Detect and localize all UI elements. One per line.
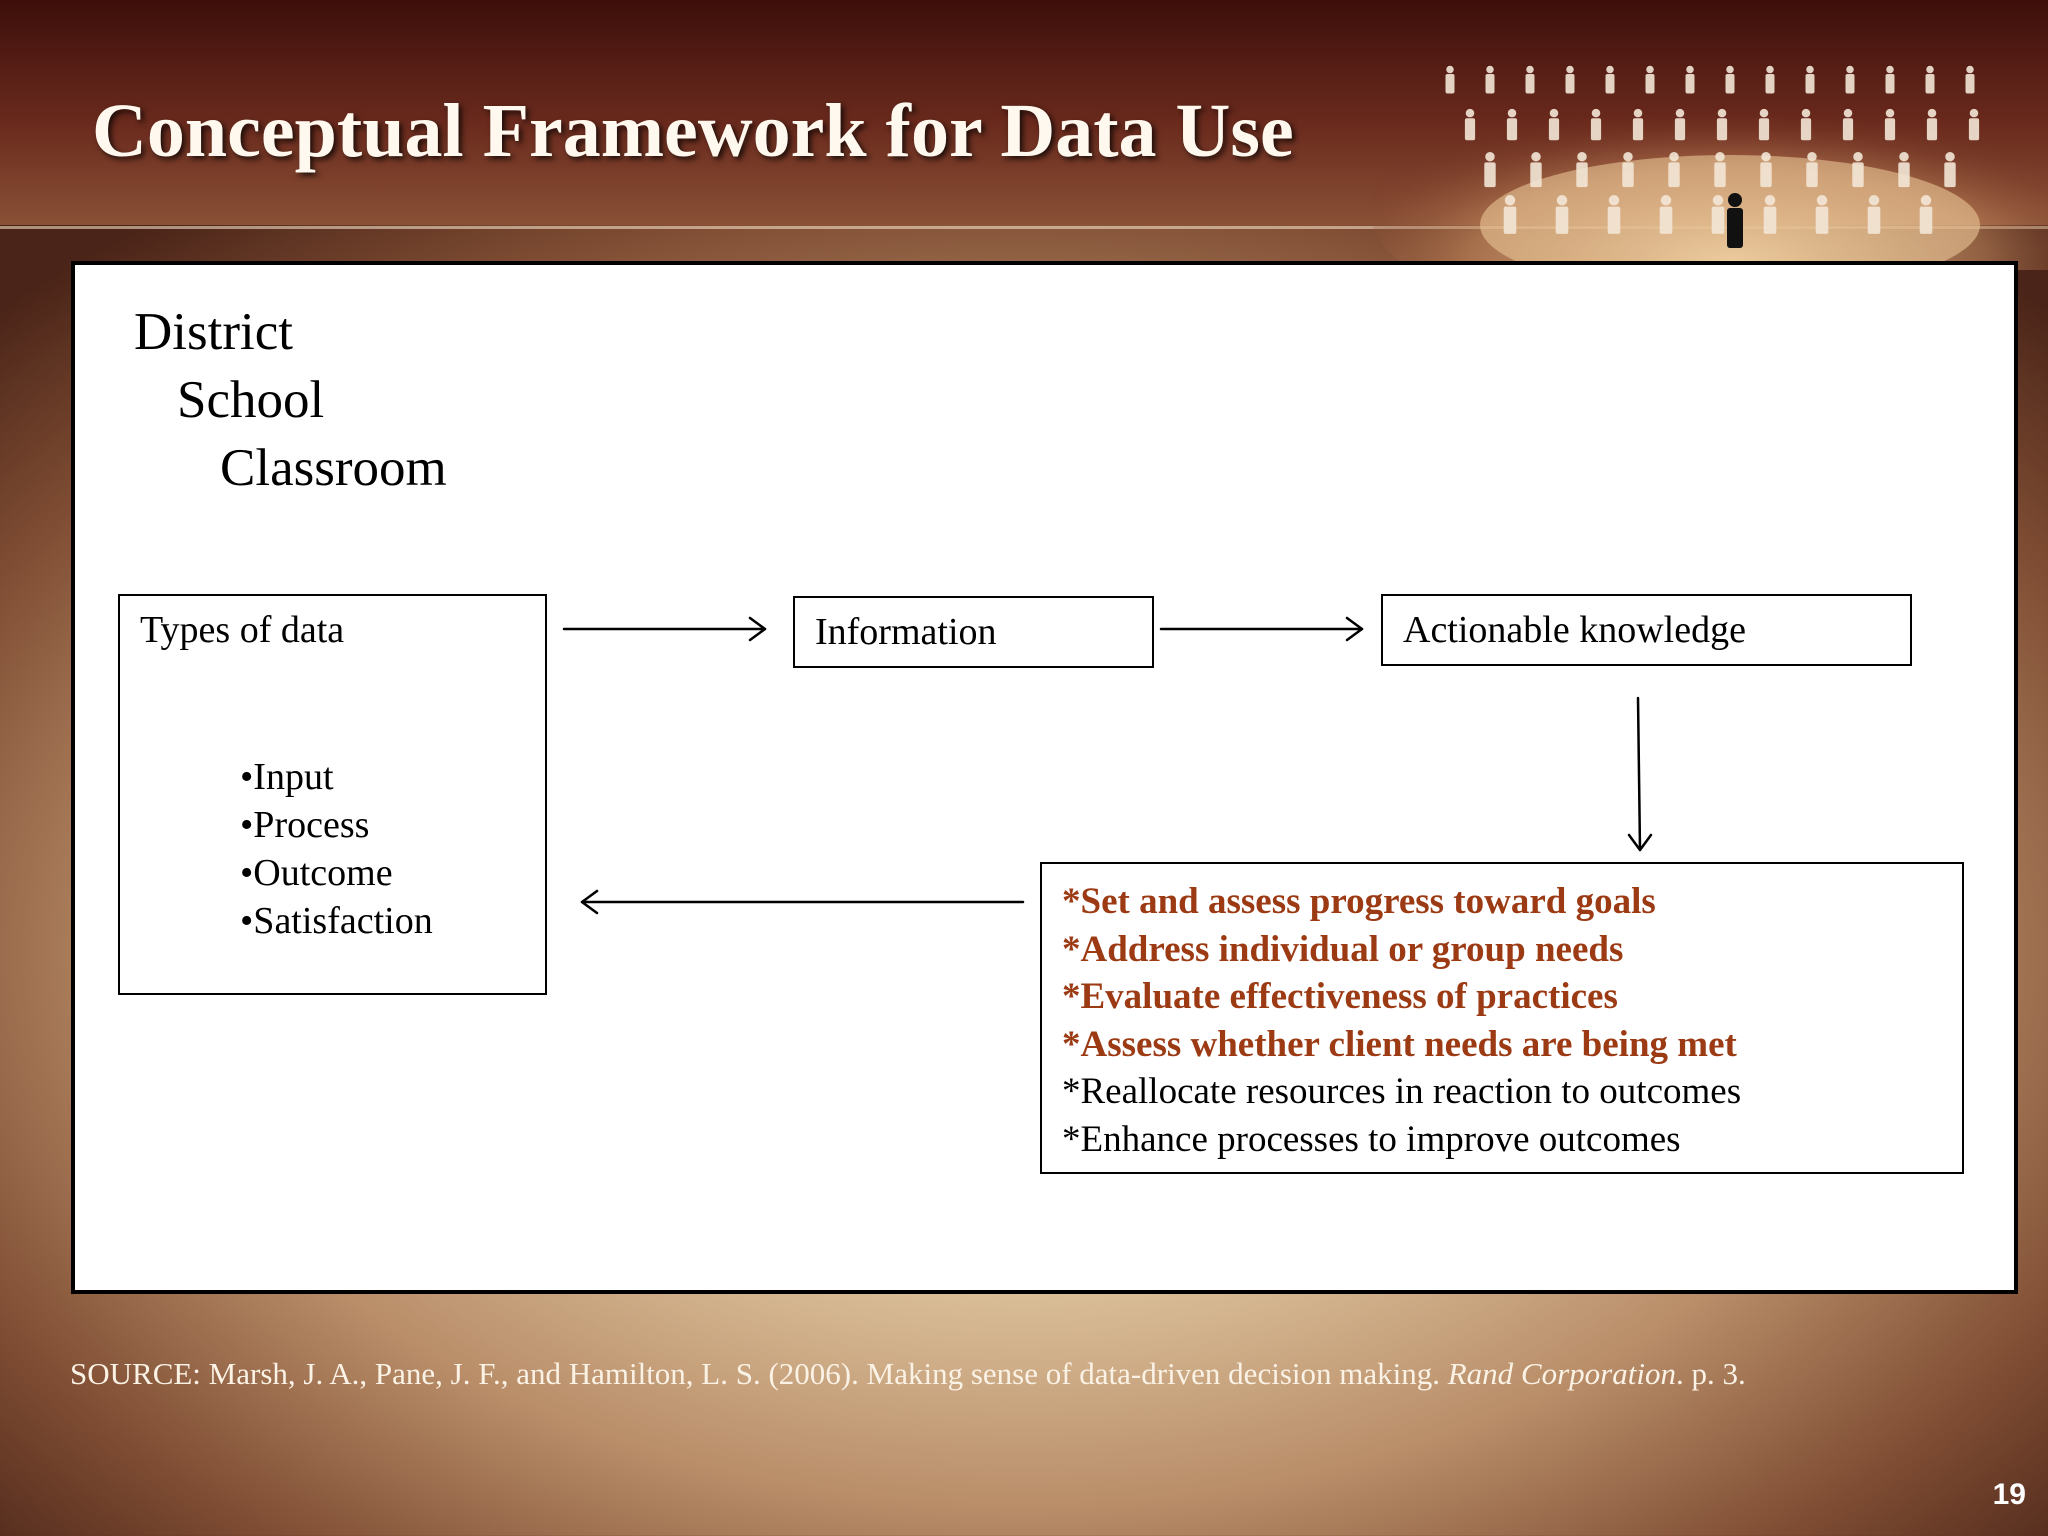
source-citation: SOURCE: Marsh, J. A., Pane, J. F., and H… bbox=[70, 1356, 1746, 1392]
arrow-uses-to-types bbox=[580, 889, 1025, 915]
source-page: . p. 3. bbox=[1675, 1356, 1746, 1391]
data-type-item: •Outcome bbox=[240, 852, 393, 894]
arrow-knowledge-to-uses bbox=[1627, 696, 1653, 852]
types-of-data-box bbox=[118, 594, 547, 995]
information-label: Information bbox=[815, 611, 997, 653]
data-type-item: •Process bbox=[240, 804, 370, 846]
data-use-item: *Set and assess progress toward goals bbox=[1062, 881, 1656, 922]
information-box bbox=[793, 596, 1154, 668]
data-type-item: •Input bbox=[240, 756, 334, 798]
slide-title: Conceptual Framework for Data Use bbox=[92, 89, 1294, 173]
arrow-information-to-knowledge bbox=[1159, 616, 1364, 642]
types-of-data-label: Types of data bbox=[140, 609, 345, 651]
level-school: School bbox=[177, 371, 325, 429]
data-use-item: *Enhance processes to improve outcomes bbox=[1062, 1118, 1681, 1160]
header-divider bbox=[0, 226, 2048, 229]
data-use-item: *Assess whether client needs are being m… bbox=[1062, 1023, 1737, 1065]
level-district: District bbox=[134, 303, 293, 361]
data-uses-list: *Set and assess progress toward goals *A… bbox=[1062, 878, 1741, 1163]
source-journal: Rand Corporation bbox=[1447, 1356, 1676, 1391]
page-number: 19 bbox=[1992, 1478, 2026, 1511]
data-uses-box bbox=[1040, 862, 1964, 1174]
actionable-knowledge-box bbox=[1381, 594, 1912, 666]
data-use-item: *Evaluate effectiveness of practices bbox=[1062, 976, 1618, 1017]
source-text: SOURCE: Marsh, J. A., Pane, J. F., and H… bbox=[70, 1356, 1448, 1391]
data-use-item: *Address individual or group needs bbox=[1062, 928, 1624, 970]
actionable-knowledge-label: Actionable knowledge bbox=[1403, 609, 1746, 651]
arrow-types-to-information bbox=[562, 616, 767, 642]
data-type-item: •Satisfaction bbox=[240, 900, 433, 942]
data-types-list: •Input •Process •Outcome •Satisfaction bbox=[240, 753, 433, 945]
data-use-item: *Reallocate resources in reaction to out… bbox=[1062, 1071, 1742, 1112]
level-classroom: Classroom bbox=[220, 439, 447, 497]
crowd-illustration bbox=[1370, 65, 2048, 270]
